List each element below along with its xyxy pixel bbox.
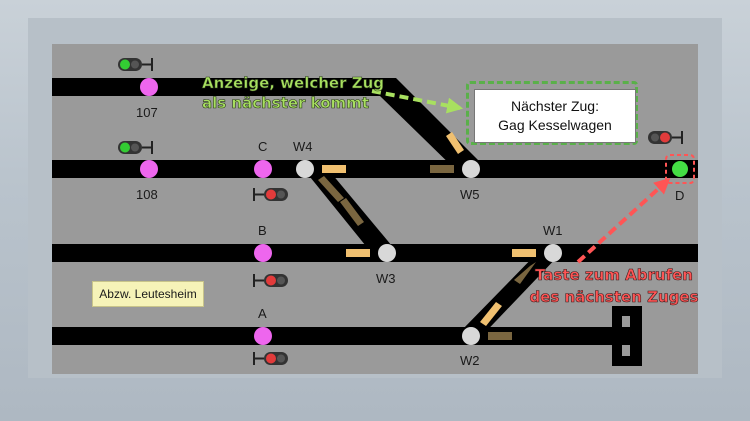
signal-light-off <box>131 60 139 69</box>
track-108 <box>52 160 698 178</box>
route-lit-w4 <box>322 165 346 173</box>
label-track-b: B <box>258 223 267 238</box>
buffer-stop-top <box>612 306 642 316</box>
annotation-arrow-display <box>371 89 464 114</box>
route-dark-w4-diag <box>318 176 344 202</box>
label-track-108: 108 <box>136 187 158 202</box>
stop-button-108[interactable] <box>140 160 158 178</box>
signal-b <box>253 274 288 287</box>
signal-a <box>253 352 288 365</box>
track-b <box>52 244 698 262</box>
buffer-stop-post <box>612 306 622 366</box>
route-lit-w1 <box>512 249 536 257</box>
label-switch-w3: W3 <box>376 271 396 286</box>
switch-w3-point[interactable] <box>378 244 396 262</box>
route-lit-w3 <box>346 249 370 257</box>
label-switch-w4: W4 <box>293 139 313 154</box>
next-train-display: Nächster Zug: Gag Kesselwagen <box>474 89 636 143</box>
signal-light-off <box>131 143 139 152</box>
signal-light-green <box>120 142 130 153</box>
next-train-button-highlight <box>665 154 695 184</box>
label-switch-w2: W2 <box>460 353 480 368</box>
annotation-button-line2: des nächsten Zuges <box>530 288 699 306</box>
signal-light-red <box>660 132 670 143</box>
stop-button-107[interactable] <box>140 78 158 96</box>
track-107 <box>52 78 382 96</box>
switch-w2-point[interactable] <box>462 327 480 345</box>
signal-d <box>648 131 683 144</box>
buffer-stop-block <box>630 306 642 366</box>
signal-light-off <box>277 276 285 285</box>
signal-light-red <box>266 353 276 364</box>
route-dark-w2 <box>488 332 512 340</box>
route-lit-w2-diag <box>480 302 502 326</box>
route-indicators <box>318 132 536 340</box>
signal-c <box>253 188 288 201</box>
stop-button-a[interactable] <box>254 327 272 345</box>
annotation-button-line1: Taste zum Abrufen <box>535 266 693 284</box>
label-track-c: C <box>258 139 267 154</box>
next-train-button[interactable] <box>672 161 688 177</box>
label-track-107: 107 <box>136 105 158 120</box>
buffer-stop-bottom <box>612 356 642 366</box>
signal-light-red <box>266 275 276 286</box>
signal-light-green <box>120 59 130 70</box>
label-track-d: D <box>675 188 684 203</box>
track-107-curve <box>380 78 478 176</box>
track-a <box>52 327 630 345</box>
signal-light-off <box>277 190 285 199</box>
signal-107 <box>118 58 153 71</box>
annotation-display-line1: Anzeige, welcher Zug <box>202 74 384 92</box>
switch-w4-point[interactable] <box>296 160 314 178</box>
signal-light-off <box>277 354 285 363</box>
stop-button-b[interactable] <box>254 244 272 262</box>
signal-light-red <box>266 189 276 200</box>
switch-w1-point[interactable] <box>544 244 562 262</box>
annotation-arrow-button <box>576 177 671 264</box>
label-track-a: A <box>258 306 267 321</box>
label-switch-w1: W1 <box>543 223 563 238</box>
next-train-title: Nächster Zug: <box>511 98 599 114</box>
next-train-value: Gag Kesselwagen <box>498 117 612 133</box>
station-name-label: Abzw. Leutesheim <box>92 281 204 307</box>
annotation-display-line2: als nächster kommt <box>202 94 369 112</box>
route-lit-w5-diag <box>446 132 464 154</box>
signal-108 <box>118 141 153 154</box>
signal-light-off <box>651 133 659 142</box>
switch-w5-point[interactable] <box>462 160 480 178</box>
label-switch-w5: W5 <box>460 187 480 202</box>
route-dark-w5 <box>430 165 454 173</box>
route-dark-w1-diag <box>514 262 536 284</box>
route-dark-w3-diag <box>340 198 364 226</box>
stop-button-c[interactable] <box>254 160 272 178</box>
next-train-display-highlight <box>466 81 638 145</box>
